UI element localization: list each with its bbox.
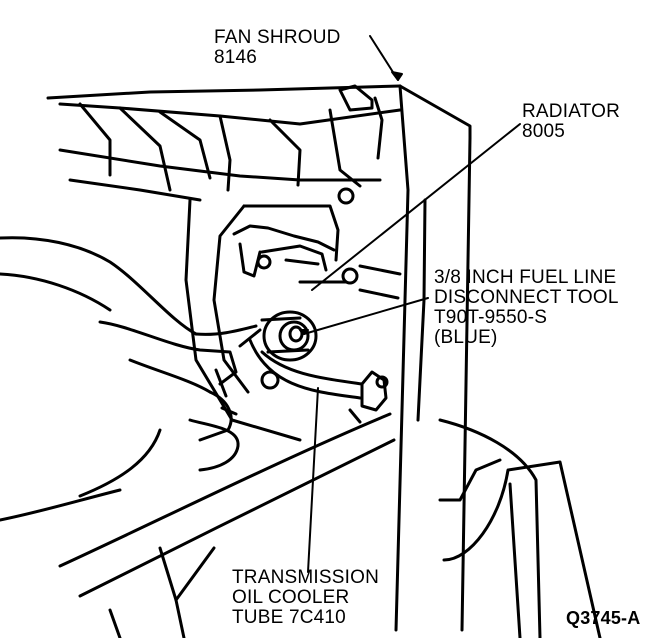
callout-leader-lines — [299, 35, 521, 573]
fan-shroud-part-number: 8146 — [214, 47, 258, 68]
radiator-label: RADIATOR — [522, 101, 621, 122]
fan-shroud-callout: FAN SHROUD 8146 — [214, 28, 341, 68]
fan-shroud-label: FAN SHROUD — [214, 27, 341, 48]
radiator-callout: RADIATOR 8005 — [522, 102, 620, 142]
transmission-tube-line-1: TRANSMISSION — [232, 567, 380, 588]
transmission-tube-line-2: OIL COOLER — [232, 587, 350, 608]
disconnect-tool-color: (BLUE) — [434, 327, 498, 348]
tube-and-tool-drawing — [238, 310, 389, 424]
figure-id: Q3745-A — [566, 608, 641, 628]
disconnect-tool-line-2: DISCONNECT TOOL — [434, 287, 619, 308]
radiator-part-number: 8005 — [522, 121, 566, 142]
body-panel-drawing — [58, 412, 602, 638]
transmission-tube-part-number: TUBE 7C410 — [232, 607, 346, 628]
transmission-tube-callout: TRANSMISSION OIL COOLER TUBE 7C410 — [232, 568, 379, 628]
radiator-drawing — [184, 198, 348, 442]
hand-drawing — [0, 236, 258, 522]
disconnect-tool-part-number: T90T-9550-S — [434, 307, 548, 328]
disconnect-tool-callout: 3/8 INCH FUEL LINE DISCONNECT TOOL T90T-… — [434, 268, 619, 348]
disconnect-tool-line-1: 3/8 INCH FUEL LINE — [434, 267, 617, 288]
